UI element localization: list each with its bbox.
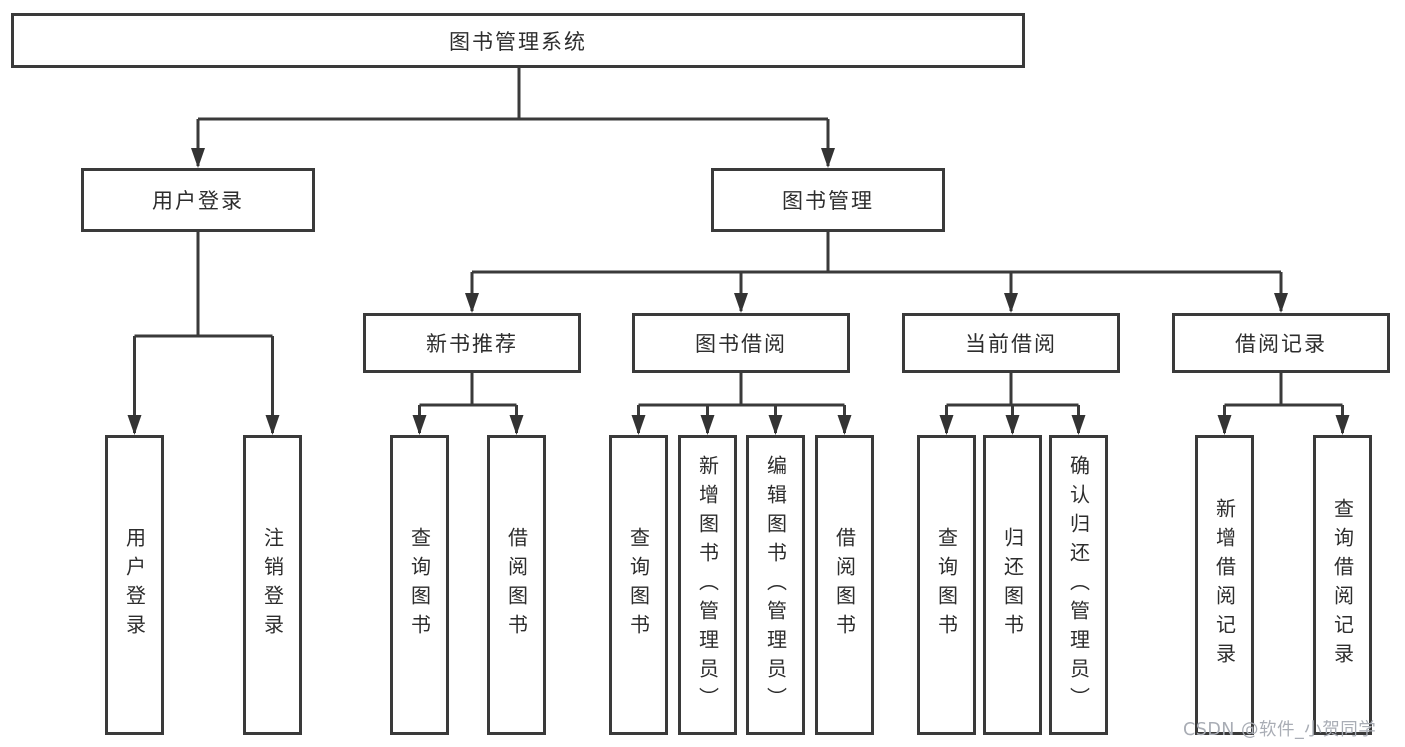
leaf-borrow-books: 借阅图书: [815, 435, 874, 735]
leaf-logout: 注销登录: [243, 435, 302, 735]
node-label: 新增借阅记录: [1212, 498, 1237, 672]
arrow-down-icon: [509, 415, 524, 435]
node-new-book-recommend: 新书推荐: [363, 313, 581, 373]
arrow-down-icon: [837, 415, 852, 435]
node-label: 查询图书: [407, 527, 432, 643]
arrow-down-icon: [1005, 415, 1020, 435]
node-library-management-system: 图书管理系统: [11, 13, 1025, 68]
leaf-query-books-borrow: 查询图书: [609, 435, 668, 735]
node-book-management: 图书管理: [711, 168, 945, 232]
leaf-query-books-recommend: 查询图书: [390, 435, 449, 735]
connector-borrow-records-to-leaves: [1217, 373, 1350, 435]
node-label: 用户登录: [122, 527, 147, 643]
leaf-return-books: 归还图书: [983, 435, 1042, 735]
arrow-down-icon: [1274, 293, 1288, 313]
arrow-down-icon: [939, 415, 954, 435]
leaf-query-borrow-record: 查询借阅记录: [1313, 435, 1372, 735]
node-label: 注销登录: [260, 527, 285, 643]
arrow-down-icon: [700, 415, 715, 435]
arrow-down-icon: [1217, 415, 1232, 435]
connector-book-borrow-to-leaves: [631, 373, 852, 435]
leaf-confirm-return-admin: 确认归还（管理员）: [1049, 435, 1108, 735]
node-label: 图书管理系统: [449, 29, 587, 54]
leaf-add-books-admin: 新增图书（管理员）: [678, 435, 737, 735]
node-label: 查询借阅记录: [1330, 498, 1355, 672]
arrow-down-icon: [127, 415, 142, 435]
connector-book-management-to-level3: [465, 232, 1288, 313]
node-label: 查询图书: [626, 527, 651, 643]
leaf-query-books-current: 查询图书: [917, 435, 976, 735]
node-label: 编辑图书（管理员）: [763, 454, 788, 716]
leaf-borrow-books-recommend: 借阅图书: [487, 435, 546, 735]
leaf-user-login: 用户登录: [105, 435, 164, 735]
arrow-down-icon: [265, 415, 280, 435]
node-label: 确认归还（管理员）: [1066, 454, 1091, 716]
arrow-down-icon: [734, 293, 748, 313]
node-label: 当前借阅: [965, 332, 1057, 356]
node-label: 归还图书: [1000, 527, 1025, 643]
arrow-down-icon: [1071, 415, 1086, 435]
connector-root-to-level2: [191, 68, 835, 168]
arrow-down-icon: [821, 148, 835, 168]
node-label: 新增图书（管理员）: [695, 454, 720, 716]
connector-new-book-to-leaves: [412, 373, 524, 435]
node-label: 借阅图书: [832, 527, 857, 643]
arrow-down-icon: [412, 415, 427, 435]
connector-user-login-to-leaves: [127, 232, 280, 435]
node-label: 借阅图书: [504, 527, 529, 643]
leaf-edit-books-admin: 编辑图书（管理员）: [746, 435, 805, 735]
node-label: 查询图书: [934, 527, 959, 643]
arrow-down-icon: [631, 415, 646, 435]
node-label: 新书推荐: [426, 332, 518, 356]
node-current-borrow: 当前借阅: [902, 313, 1120, 373]
connector-current-borrow-to-leaves: [939, 373, 1086, 435]
arrow-down-icon: [1335, 415, 1350, 435]
node-borrow-records: 借阅记录: [1172, 313, 1390, 373]
node-label: 借阅记录: [1235, 332, 1327, 356]
csdn-watermark: CSDN @软件_小贺同学: [1183, 720, 1377, 740]
arrow-down-icon: [1004, 293, 1018, 313]
leaf-add-borrow-record: 新增借阅记录: [1195, 435, 1254, 735]
node-book-borrow: 图书借阅: [632, 313, 850, 373]
arrow-down-icon: [191, 148, 205, 168]
arrow-down-icon: [768, 415, 783, 435]
node-label: 图书借阅: [695, 332, 787, 356]
node-label: 图书管理: [782, 189, 874, 213]
node-user-login: 用户登录: [81, 168, 315, 232]
arrow-down-icon: [465, 293, 479, 313]
node-label: 用户登录: [152, 189, 244, 213]
